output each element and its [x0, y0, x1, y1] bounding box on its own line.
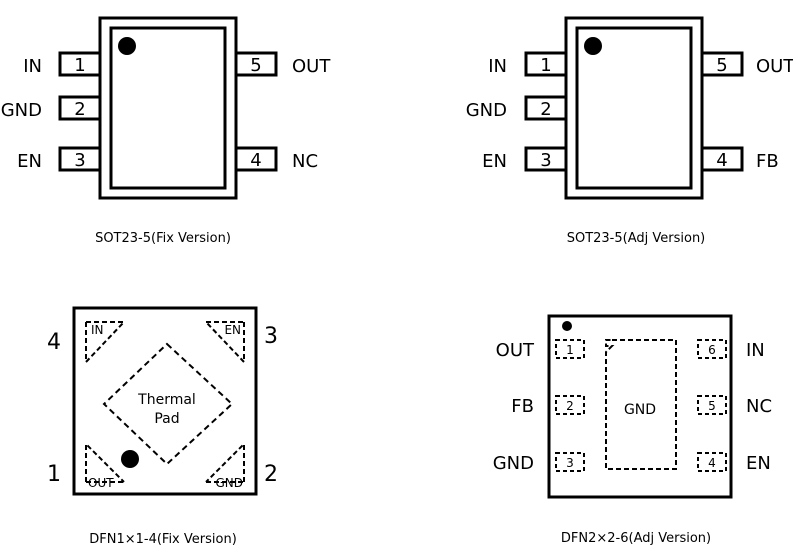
- corner-pin-label: OUT: [88, 476, 114, 490]
- pin-name: IN: [488, 56, 507, 77]
- pin-box: [700, 51, 744, 77]
- pin-name: FB: [511, 396, 534, 417]
- corner-pin-number: 4: [47, 330, 61, 355]
- pin-box: [234, 146, 278, 172]
- sot23-fix-package: 1 2 3 5 4 IN GND EN OUT NC SOT23-5(Fix V…: [1, 16, 331, 246]
- dfn2x2-adj-package: GND 1 2 3 6 5 4 OUT FB GND IN NC EN DFN2…: [493, 314, 772, 546]
- pin1-marker-dot: [121, 450, 139, 468]
- corner-pin-label: EN: [224, 323, 241, 337]
- corner-pads: [85, 321, 245, 483]
- pin1-marker-dot: [118, 37, 136, 55]
- corner-pin-number: 2: [264, 462, 278, 487]
- pin-number: 1: [74, 55, 85, 76]
- thermal-pad-outline: [102, 342, 234, 466]
- thermal-pad-label: Thermal: [137, 392, 196, 408]
- pin-name: EN: [17, 151, 42, 172]
- pin-number: 4: [708, 456, 716, 470]
- pin-box: [58, 95, 102, 121]
- pin-number: 2: [74, 99, 85, 120]
- thermal-pad-label: Pad: [154, 411, 179, 427]
- side-pads: [555, 339, 727, 472]
- corner-pin-number: 1: [47, 462, 61, 487]
- pin-name: OUT: [756, 56, 793, 77]
- pin-name: FB: [756, 151, 779, 172]
- pin-number: 6: [708, 343, 716, 357]
- package-caption: SOT23-5(Fix Version): [95, 231, 231, 246]
- corner-pin-number: 3: [264, 324, 278, 349]
- pin1-marker-dot: [584, 37, 602, 55]
- pin-number: 2: [566, 399, 574, 413]
- pin-name: NC: [746, 396, 772, 417]
- pin-name: GND: [466, 100, 507, 121]
- pin-number: 3: [566, 456, 574, 470]
- pin-box: [524, 51, 568, 77]
- pin-name: GND: [1, 100, 42, 121]
- pin-name: EN: [746, 453, 771, 474]
- pin-number: 3: [540, 150, 551, 171]
- pin-name: EN: [482, 151, 507, 172]
- pin-number: 5: [716, 55, 727, 76]
- pin-number: 5: [250, 55, 261, 76]
- corner-pin-label: IN: [91, 323, 104, 337]
- pin-box: [700, 146, 744, 172]
- pin1-marker-dot: [562, 321, 572, 331]
- pin-number: 5: [708, 399, 716, 413]
- corner-pin-label: GND: [215, 476, 243, 490]
- pin-number: 1: [566, 343, 574, 357]
- exposed-pad-outline: [605, 339, 677, 470]
- pin-number: 3: [74, 150, 85, 171]
- pin-name: IN: [23, 56, 42, 77]
- dfn1x1-fix-package: Thermal Pad IN EN OUT GND 4 3 1 2 DFN1×1…: [47, 306, 278, 547]
- package-caption: DFN1×1-4(Fix Version): [89, 532, 237, 547]
- pin-name: OUT: [496, 340, 535, 361]
- pin-name: GND: [493, 453, 534, 474]
- pin-number: 4: [716, 150, 727, 171]
- pin-number: 4: [250, 150, 261, 171]
- package-caption: DFN2×2-6(Adj Version): [561, 531, 711, 546]
- pin-box: [234, 51, 278, 77]
- pin-box: [524, 146, 568, 172]
- package-caption: SOT23-5(Adj Version): [567, 231, 706, 246]
- pin-box: [524, 95, 568, 121]
- pin-box: [58, 51, 102, 77]
- exposed-pad-label: GND: [624, 402, 656, 418]
- pin-box: [58, 146, 102, 172]
- pin-name: OUT: [292, 56, 331, 77]
- pin-name: NC: [292, 151, 318, 172]
- pin-number: 2: [540, 99, 551, 120]
- pin-number: 1: [540, 55, 551, 76]
- pin-name: IN: [746, 340, 765, 361]
- sot23-adj-package: 1 2 3 5 4 IN GND EN OUT FB SOT23-5(Adj V…: [466, 16, 793, 246]
